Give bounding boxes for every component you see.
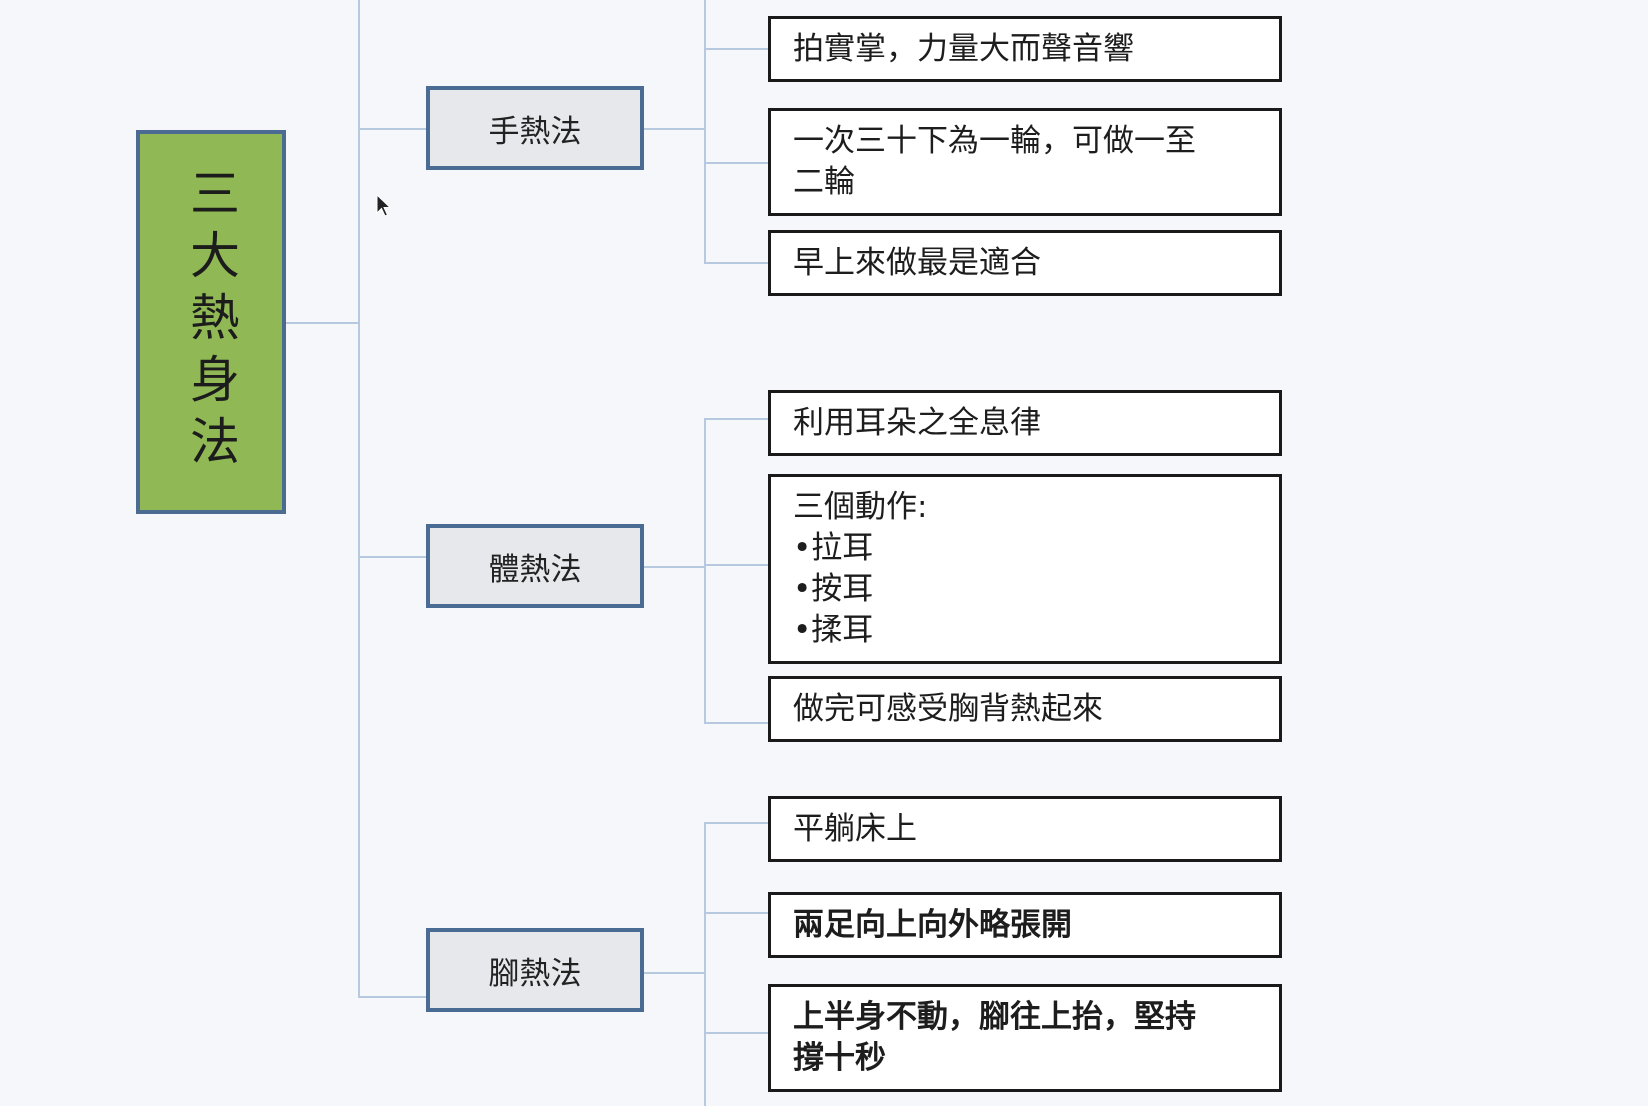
method-node-label: 手熱法 bbox=[488, 113, 582, 150]
connector-detail-1-1 bbox=[704, 48, 768, 50]
method-node-label: 體熱法 bbox=[488, 551, 582, 588]
connector-method-3-out bbox=[644, 972, 706, 974]
connector-detail-1-2 bbox=[704, 162, 768, 164]
detail-text: 兩足向上向外略張開 bbox=[793, 906, 1072, 943]
detail-box: 三個動作: •拉耳 •按耳 •揉耳 bbox=[768, 474, 1282, 664]
detail-text: 利用耳朵之全息律 bbox=[793, 404, 1041, 441]
connector-detail-1-3 bbox=[704, 262, 768, 264]
detail-box: 上半身不動，腳往上抬，堅持 撐十秒 bbox=[768, 984, 1282, 1092]
detail-box: 平躺床上 bbox=[768, 796, 1282, 862]
method-node-label: 腳熱法 bbox=[488, 955, 582, 992]
detail-box: 做完可感受胸背熱起來 bbox=[768, 676, 1282, 742]
method-node-hand: 手熱法 bbox=[426, 86, 644, 170]
root-node-label: 三大熱身法 bbox=[182, 167, 240, 477]
connector-to-method-1 bbox=[358, 128, 426, 130]
root-node: 三大熱身法 bbox=[136, 130, 286, 514]
detail-text: 早上來做最是適合 bbox=[793, 244, 1041, 281]
connector-method-2-out bbox=[644, 566, 706, 568]
connector-detail-2-1 bbox=[704, 418, 768, 420]
detail-box: 早上來做最是適合 bbox=[768, 230, 1282, 296]
detail-box: 兩足向上向外略張開 bbox=[768, 892, 1282, 958]
method-node-body: 體熱法 bbox=[426, 524, 644, 608]
method-node-foot: 腳熱法 bbox=[426, 928, 644, 1012]
connector-to-method-3 bbox=[358, 996, 426, 998]
connector-detail-2-2 bbox=[704, 564, 768, 566]
connector-detail-2-3 bbox=[704, 722, 768, 724]
connector-root-out bbox=[286, 322, 360, 324]
connector-group-3-trunk bbox=[704, 822, 706, 1106]
detail-box: 利用耳朵之全息律 bbox=[768, 390, 1282, 456]
connector-method-1-out bbox=[644, 128, 706, 130]
connector-group-1-trunk bbox=[704, 0, 706, 264]
detail-text: 上半身不動，腳往上抬，堅持 bbox=[793, 999, 1196, 1035]
detail-text: 二輪 bbox=[793, 164, 855, 200]
detail-bullet-text: •揉耳 bbox=[793, 612, 874, 648]
detail-text: 三個動作: bbox=[793, 489, 928, 525]
detail-bullet-text: •拉耳 bbox=[793, 530, 874, 566]
detail-text: 拍實掌，力量大而聲音響 bbox=[793, 30, 1134, 67]
detail-text: 撐十秒 bbox=[793, 1040, 886, 1076]
connector-detail-3-1 bbox=[704, 822, 768, 824]
connector-to-method-2 bbox=[358, 556, 426, 558]
detail-text: 做完可感受胸背熱起來 bbox=[793, 690, 1103, 727]
connector-detail-3-2 bbox=[704, 912, 768, 914]
detail-bullet-text: •按耳 bbox=[793, 571, 874, 607]
detail-text: 一次三十下為一輪，可做一至 bbox=[793, 123, 1196, 159]
detail-text: 平躺床上 bbox=[793, 810, 917, 847]
detail-box: 一次三十下為一輪，可做一至 二輪 bbox=[768, 108, 1282, 216]
mouse-pointer-icon bbox=[376, 194, 392, 217]
connector-main-trunk bbox=[358, 0, 360, 998]
connector-group-2-trunk bbox=[704, 418, 706, 724]
detail-box: 拍實掌，力量大而聲音響 bbox=[768, 16, 1282, 82]
connector-detail-3-3 bbox=[704, 1032, 768, 1034]
